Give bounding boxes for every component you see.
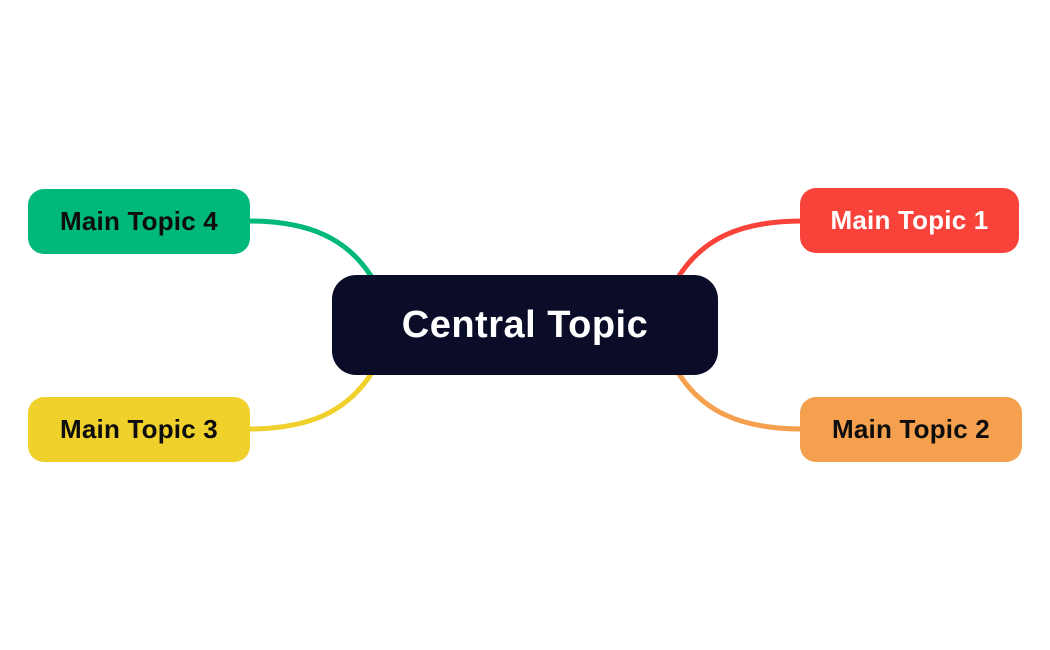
connector-main-topic-3 <box>245 371 374 432</box>
central-topic-node[interactable]: Central Topic <box>332 275 718 375</box>
main-topic-4-label: Main Topic 4 <box>60 206 218 236</box>
main-topic-3-node[interactable]: Main Topic 3 <box>28 397 250 462</box>
main-topic-1-node[interactable]: Main Topic 1 <box>800 188 1019 253</box>
main-topic-4-node[interactable]: Main Topic 4 <box>28 189 250 254</box>
main-topic-2-node[interactable]: Main Topic 2 <box>800 397 1022 462</box>
main-topic-1-label: Main Topic 1 <box>830 205 989 235</box>
main-topic-3-label: Main Topic 3 <box>60 414 218 444</box>
connector-main-topic-1 <box>676 218 805 279</box>
central-topic-label: Central Topic <box>401 303 649 346</box>
connector-main-topic-4 <box>245 218 374 279</box>
connector-main-topic-2 <box>676 371 805 432</box>
main-topic-2-label: Main Topic 2 <box>832 414 990 444</box>
